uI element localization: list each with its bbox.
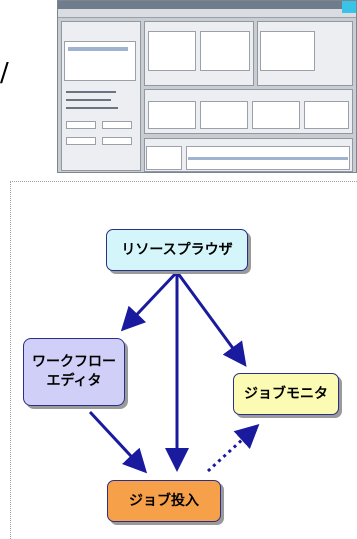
thumb-text-line [66,99,111,101]
arrow-submit-to-monitor-dotted [206,423,260,473]
thumb-corner-accent [342,1,356,13]
application-screenshot-thumbnail [57,0,357,173]
arrow-browser-to-workflow [120,270,179,332]
arrow-workflow-to-submit [88,410,148,474]
node-resource-browser: リソースプラウザ [106,229,248,271]
arrow-browser-to-monitor [175,271,247,367]
thumb-tree-small [146,146,182,170]
thumb-property-box [148,101,196,129]
node-resource-browser-label: リソースプラウザ [121,241,233,258]
thumb-field [102,121,132,129]
slash-mark: / [0,58,9,88]
node-job-submit-label: ジョブ投入 [129,492,199,509]
thumb-field [66,121,96,129]
thumb-text-line [66,107,118,109]
thumb-list-area [200,31,250,71]
node-workflow-editor: ワークフロー エディタ [23,338,125,406]
node-workflow-editor-label: ワークフロー エディタ [32,354,116,389]
thumb-property-box [200,101,248,129]
thumb-menubar [58,9,356,18]
thumb-property-box [252,101,300,129]
node-job-monitor: ジョブモニタ [233,373,339,415]
thumb-table-row-highlight [188,157,348,160]
thumb-titlebar [58,1,356,9]
thumb-list-area [148,31,196,71]
thumb-field [102,137,132,145]
dotted-frame-top [10,181,357,182]
thumb-text-line [66,91,116,93]
thumb-field [66,137,96,145]
thumb-list-area [260,31,315,71]
dotted-frame-left [10,181,11,539]
thumb-property-box [304,101,349,129]
node-job-submit: ジョブ投入 [107,480,221,522]
node-job-monitor-label: ジョブモニタ [244,385,328,402]
thumb-selection-bar [68,47,128,51]
